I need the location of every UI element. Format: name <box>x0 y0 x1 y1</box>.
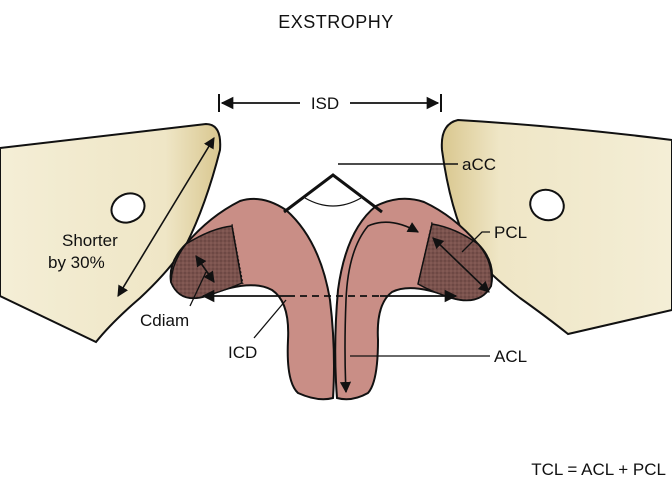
cdiam-label: Cdiam <box>140 311 189 330</box>
isd-label: ISD <box>311 94 339 113</box>
cdiam-leader <box>189 271 207 307</box>
right-crus-boundary <box>417 221 433 285</box>
acc-label: aCC <box>462 155 496 174</box>
pcl-label: PCL <box>494 223 527 242</box>
left-corpus-cavernosum <box>169 197 335 401</box>
tcl-formula: TCL = ACL + PCL <box>531 460 666 479</box>
acc-angle <box>283 173 383 214</box>
pcl-arrow <box>432 237 490 293</box>
acl-arrow <box>339 221 419 394</box>
right-pubic-bone <box>440 118 672 336</box>
shorter-arrow <box>117 137 215 297</box>
icd-leader <box>253 299 287 339</box>
shorter-label-line2: by 30% <box>48 253 105 272</box>
acc-angle-arc <box>304 197 362 207</box>
acl-label: ACL <box>494 347 527 366</box>
diagram-title: EXSTROPHY <box>278 12 394 32</box>
icd-label: ICD <box>228 343 257 362</box>
right-obturator-foramen <box>529 188 565 222</box>
pcl-leader <box>461 231 490 253</box>
cdiam-arrow <box>195 255 215 283</box>
shorter-label-line1: Shorter <box>62 231 118 250</box>
